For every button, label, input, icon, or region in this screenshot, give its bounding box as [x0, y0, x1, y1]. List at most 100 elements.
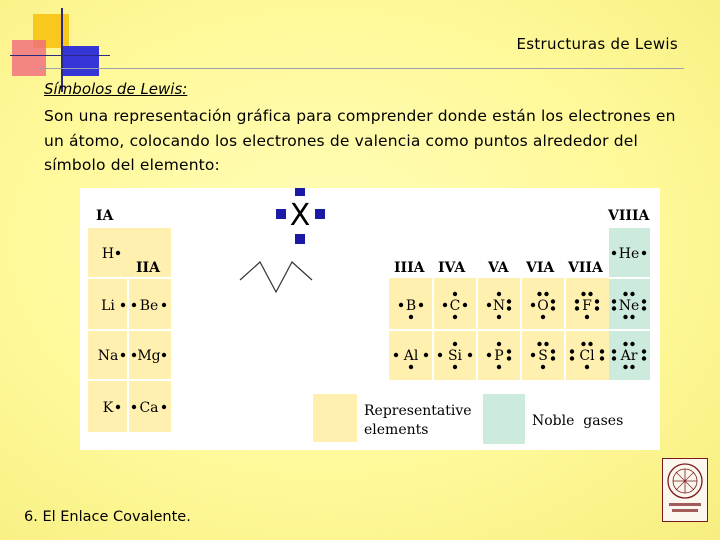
slide-title: Estructuras de Lewis — [516, 35, 678, 53]
electron-dot-n — [496, 291, 502, 297]
electron-dot-cl — [599, 349, 605, 354]
decor-horizontal-line — [10, 55, 110, 56]
electron-dot-n — [496, 314, 502, 320]
electron-dot-si — [437, 352, 443, 358]
electron-dot-c — [452, 314, 458, 320]
electron-dot-ar — [630, 341, 635, 347]
electron-dot-ar — [623, 341, 628, 347]
electron-dot-b — [408, 314, 414, 320]
electron-dot-ca — [131, 404, 137, 410]
electron-dot-s — [537, 341, 542, 347]
electron-dot-f — [594, 306, 600, 311]
table-break-line — [239, 261, 313, 294]
university-logo — [662, 458, 708, 522]
header-iva: IVA — [438, 260, 466, 276]
electron-dot-ar — [641, 349, 647, 354]
header-iia: IIA — [136, 260, 161, 276]
electron-dot-c — [442, 302, 448, 308]
electron-dot-o — [530, 302, 536, 308]
center-symbol-x: X — [290, 198, 311, 233]
electron-dot-cl — [569, 356, 575, 361]
electron-dot-f — [574, 299, 580, 304]
electron-dot-p — [496, 364, 502, 370]
electron-dot-mg — [161, 352, 167, 358]
title-divider — [40, 68, 684, 69]
electron-dot-h — [115, 250, 121, 256]
electron-dot-k — [115, 404, 121, 410]
element-symbol-cl: Cl — [579, 348, 595, 364]
electron-dot-c — [452, 291, 458, 297]
electron-dot-ar — [611, 356, 617, 361]
electron-dot-ne — [641, 299, 647, 304]
element-symbol-c: C — [450, 298, 461, 314]
electron-dot-si — [452, 364, 458, 370]
electron-dot-c — [462, 302, 468, 308]
header-iiia: IIIA — [394, 260, 426, 276]
electron-dot-n — [506, 306, 512, 311]
electron-dot-o — [544, 291, 549, 297]
electron-dot-cl — [581, 341, 586, 347]
element-symbol-s: S — [538, 348, 548, 364]
electron-dot-ca — [161, 404, 167, 410]
electron-dot-ne — [611, 306, 617, 311]
lewis-figure-svg: X IA IIA IIIA IVA VA VIA VIIA VIIIA Repr… — [88, 186, 651, 444]
element-symbol-si: Si — [448, 348, 463, 364]
electron-dot-cl — [599, 356, 605, 361]
electron-dot-n — [506, 299, 512, 304]
header-va: VA — [487, 260, 510, 276]
x-marker-right — [315, 209, 325, 219]
electron-dot-cl — [588, 341, 593, 347]
element-symbol-k: K — [103, 400, 114, 416]
decor-pink-square — [12, 40, 46, 76]
electron-dot-be — [131, 302, 137, 308]
electron-dot-ar — [630, 364, 635, 370]
header-viiia: VIIIA — [607, 208, 651, 224]
legend-label-representative-1: Representative — [364, 403, 472, 419]
electron-dot-mg — [131, 352, 137, 358]
element-symbol-na: Na — [98, 348, 119, 364]
electron-dot-na — [120, 352, 126, 358]
element-symbol-he: He — [619, 246, 640, 262]
electron-dot-p — [496, 341, 502, 347]
x-marker-top — [295, 186, 305, 196]
element-symbol-ar: Ar — [620, 348, 638, 364]
electron-dot-li — [120, 302, 126, 308]
element-symbol-ca: Ca — [139, 400, 158, 416]
electron-dot-ne — [623, 314, 628, 320]
electron-dot-o — [550, 299, 556, 304]
electron-dot-he — [641, 250, 647, 256]
electron-dot-al — [393, 352, 399, 358]
electron-dot-f — [594, 299, 600, 304]
electron-dot-s — [550, 349, 556, 354]
header-ia: IA — [96, 208, 115, 224]
electron-dot-f — [588, 291, 593, 297]
electron-dot-f — [584, 314, 590, 320]
body-paragraph: Son una representación gráfica para comp… — [44, 107, 676, 174]
electron-dot-ne — [623, 291, 628, 297]
electron-dot-s — [530, 352, 536, 358]
element-symbol-p: P — [494, 348, 503, 364]
electron-dot-al — [423, 352, 429, 358]
x-marker-bottom — [295, 234, 305, 244]
electron-dot-b — [398, 302, 404, 308]
electron-dot-ne — [630, 291, 635, 297]
element-symbol-ne: Ne — [619, 298, 640, 314]
footer-label: 6. El Enlace Covalente. — [24, 509, 191, 525]
electron-dot-o — [540, 314, 546, 320]
electron-dot-o — [550, 306, 556, 311]
element-symbol-al: Al — [403, 348, 419, 364]
element-symbol-n: N — [493, 298, 505, 314]
element-symbol-li: Li — [101, 298, 115, 314]
electron-dot-s — [550, 356, 556, 361]
element-symbol-be: Be — [140, 298, 159, 314]
electron-dot-n — [486, 302, 492, 308]
electron-dot-ar — [623, 364, 628, 370]
legend-swatch-representative — [313, 394, 357, 442]
electron-dot-ne — [641, 306, 647, 311]
electron-dot-cl — [569, 349, 575, 354]
university-seal-icon — [667, 463, 703, 512]
x-marker-left — [276, 209, 286, 219]
header-via: VIA — [525, 260, 555, 276]
electron-dot-f — [574, 306, 580, 311]
electron-dot-he — [611, 250, 617, 256]
